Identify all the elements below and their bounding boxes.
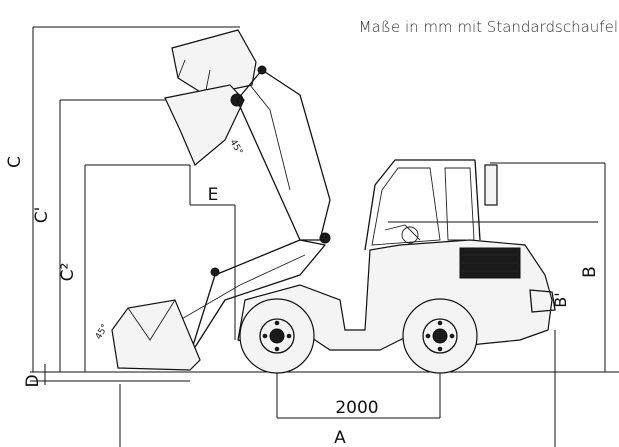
diagram-caption: Maße in mm mit Standardschaufel xyxy=(359,18,618,36)
dimension-wheelbase-line xyxy=(276,372,441,419)
operator-cab xyxy=(364,159,498,251)
label-B: B xyxy=(580,266,600,278)
dimension-B-line xyxy=(490,162,606,372)
label-C2: C² xyxy=(58,263,78,282)
lowered-angle-label: 45° xyxy=(94,323,111,342)
bucket-raised-dump xyxy=(164,84,245,166)
bucket-raised-max xyxy=(171,29,257,96)
label-wheelbase: 2000 xyxy=(335,398,378,418)
dimension-C2-line xyxy=(84,164,190,372)
label-C1: C' xyxy=(32,207,52,224)
label-E: E xyxy=(208,185,219,205)
label-B1: B' xyxy=(551,292,570,307)
bucket-lowered: 45° xyxy=(94,299,201,371)
dimension-E-box xyxy=(189,165,236,340)
front-wheel xyxy=(239,298,315,374)
dimension-A-line xyxy=(119,330,556,447)
label-A: A xyxy=(334,428,346,447)
dimension-C1-line xyxy=(59,99,170,372)
lift-arm-raised: 45° xyxy=(227,65,331,244)
exhaust-pipe xyxy=(484,164,498,206)
label-D: D xyxy=(23,374,43,387)
rear-wheel xyxy=(402,298,478,374)
raised-angle-label: 45° xyxy=(227,138,244,157)
label-C: C xyxy=(5,156,25,168)
dimension-C-line xyxy=(32,26,240,372)
